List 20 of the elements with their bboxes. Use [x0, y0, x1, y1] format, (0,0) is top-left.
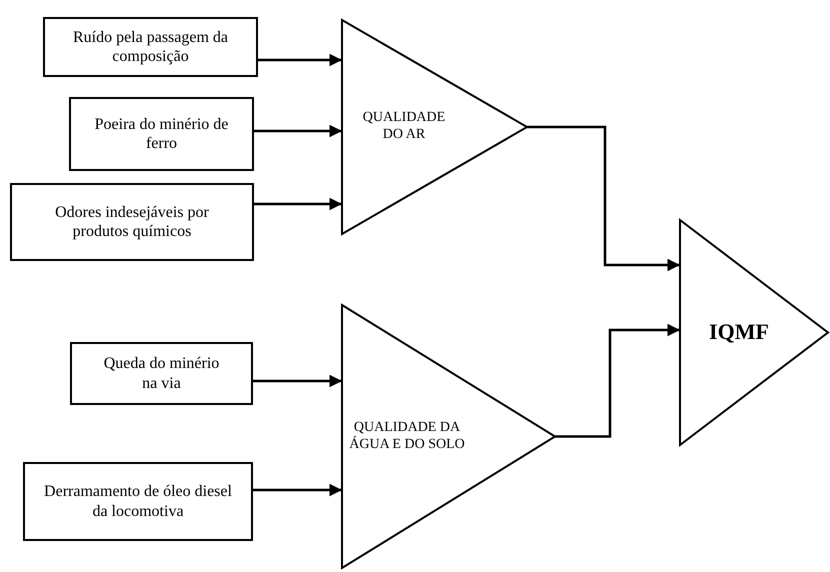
block-label: QUALIDADE DA ÁGUA E DO SOLO — [348, 420, 466, 454]
arrow — [253, 484, 342, 496]
arrow — [527, 126, 680, 272]
input-box — [43, 17, 258, 77]
arrow — [254, 124, 342, 138]
box-label: Queda do minério na via — [102, 354, 220, 393]
arrow — [253, 374, 342, 388]
box-label: Poeira do minério de ferro — [94, 114, 229, 154]
arrow — [555, 324, 680, 438]
block-label: QUALIDADE DO AR — [362, 110, 446, 144]
block-label: IQMF — [708, 319, 770, 346]
box-label: Odores indesejáveis por produtos químicos — [54, 202, 210, 242]
input-box — [69, 97, 254, 171]
input-box — [10, 183, 254, 261]
box-label: Ruído pela passagem da composição — [72, 28, 230, 66]
input-box — [70, 342, 253, 405]
input-box — [23, 462, 253, 541]
arrow — [254, 198, 342, 210]
box-label: Derramamento de óleo diesel da locomotiva — [43, 482, 233, 521]
arrow — [258, 54, 342, 66]
